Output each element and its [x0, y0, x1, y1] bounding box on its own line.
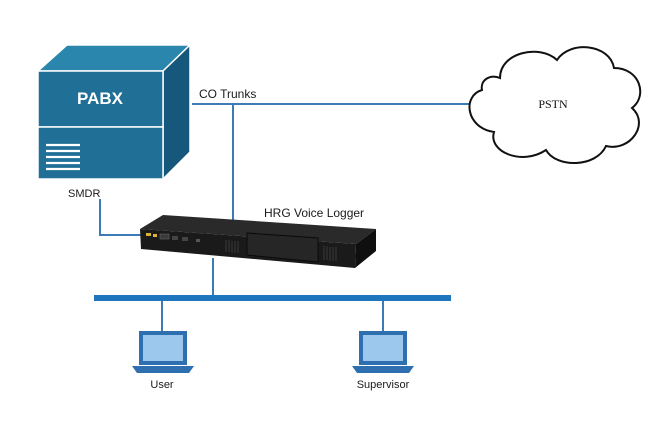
laptop-icon: [352, 331, 414, 373]
smdr-line: [99, 199, 142, 236]
pabx-vent-icon: [46, 143, 80, 171]
voice-logger-device-icon: [140, 215, 376, 268]
user-label: User: [150, 379, 174, 391]
pabx-box-icon: [36, 43, 192, 181]
laptop-icon: [132, 331, 194, 373]
pstn-label: PSTN: [538, 97, 568, 111]
supervisor-label: Supervisor: [357, 379, 410, 391]
connection-lines: [99, 103, 472, 331]
pabx-label: PABX: [77, 89, 124, 108]
lan-bus: [94, 295, 451, 301]
smdr-label: SMDR: [68, 188, 100, 200]
voice-logger-label: HRG Voice Logger: [264, 206, 364, 220]
cloud-icon: [468, 46, 642, 164]
co-trunks-label: CO Trunks: [199, 87, 256, 101]
